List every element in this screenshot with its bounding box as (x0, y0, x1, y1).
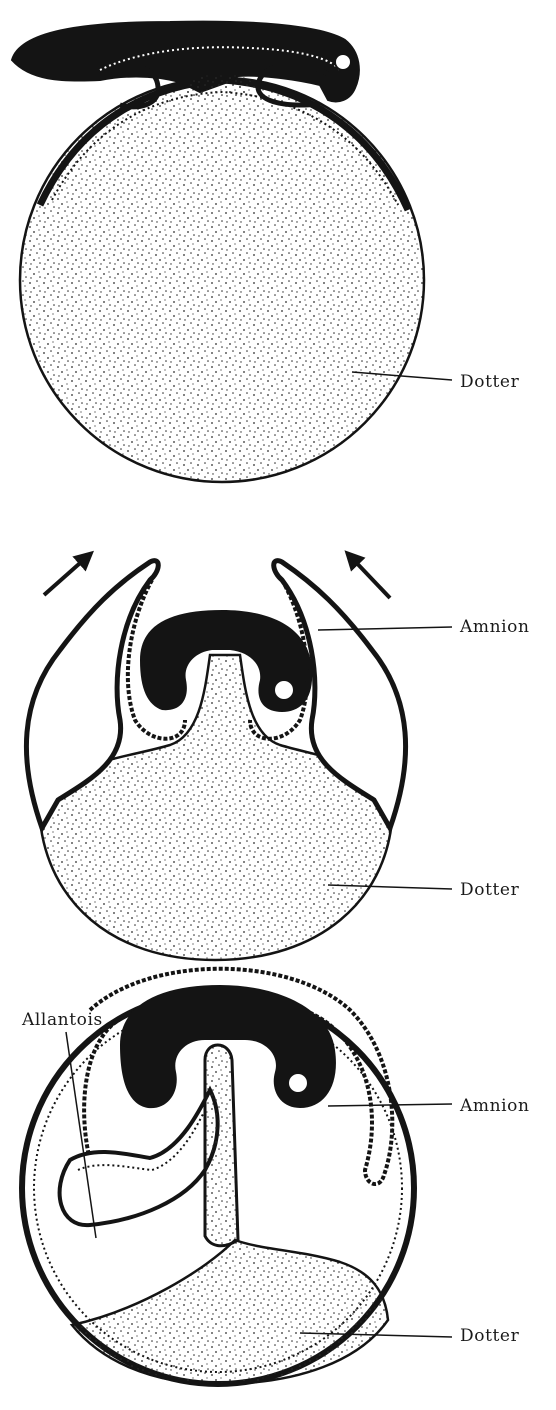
label-amnion-bottom: Amnion (460, 1096, 530, 1116)
yolk-stalk-bottom (205, 1045, 238, 1246)
label-dotter-top: Dotter (460, 372, 519, 392)
embryo-eye-circle (335, 54, 351, 70)
panel-middle (26, 556, 452, 960)
label-dotter-bottom: Dotter (460, 1326, 519, 1346)
embryo-eye-circle-bottom (288, 1073, 308, 1093)
arrow-right (350, 556, 390, 598)
label-dotter-middle: Dotter (460, 880, 519, 900)
arrow-left (44, 556, 88, 595)
embryo-eye-circle-middle (274, 680, 294, 700)
panel-top (12, 22, 452, 482)
panel-bottom (22, 969, 452, 1384)
label-allantois: Allantois (22, 1010, 103, 1030)
label-amnion-middle: Amnion (460, 617, 530, 637)
